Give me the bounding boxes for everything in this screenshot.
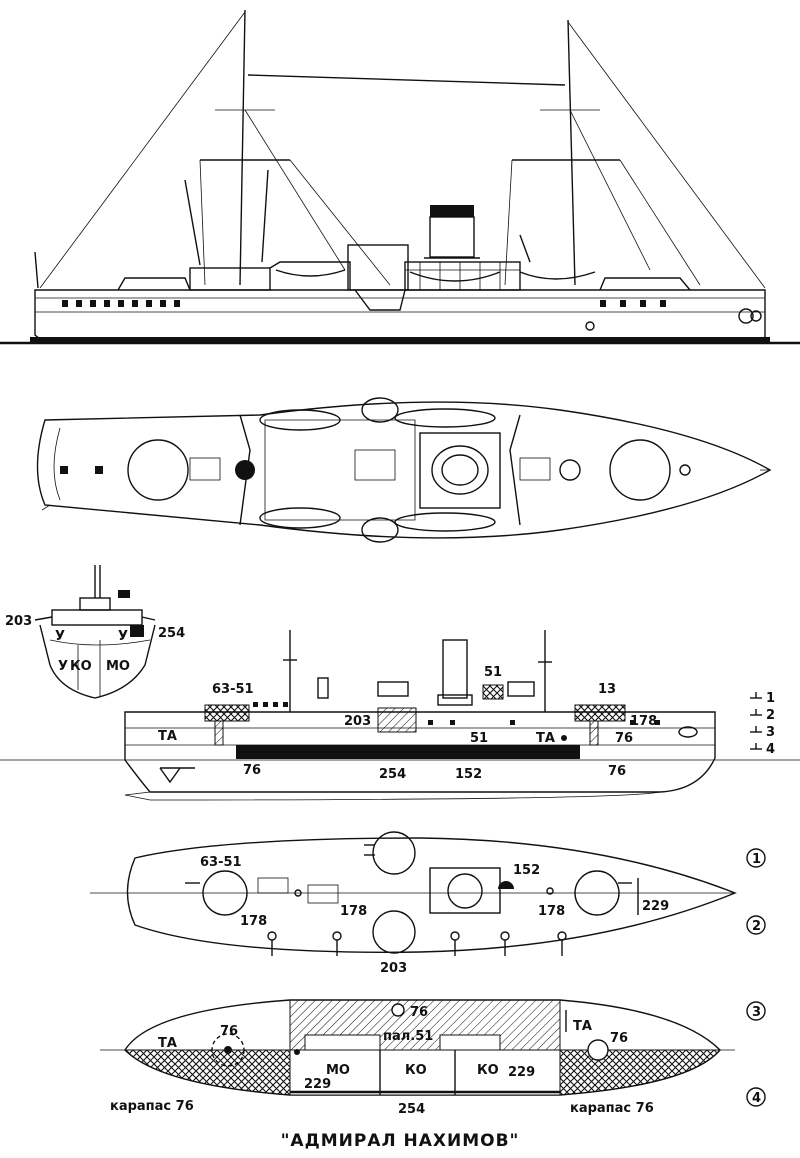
section-mo: МО bbox=[106, 659, 130, 674]
aft-barbette-armour bbox=[574, 704, 626, 722]
level-marker-1: 1 bbox=[752, 852, 761, 867]
cross-section: 203 254 У У У КО МО bbox=[5, 565, 185, 699]
plan-lower-aft-76: 76 bbox=[610, 1031, 628, 1046]
level-4: 4 bbox=[766, 742, 775, 757]
plan-lower-ta-fore: ТА bbox=[158, 1036, 177, 1051]
profile-belt-254: 254 bbox=[379, 767, 406, 782]
profile-barbette-fore: 63-51 bbox=[212, 682, 254, 697]
funnel bbox=[442, 639, 468, 699]
section-left-thickness: 203 bbox=[5, 614, 32, 629]
profile-hull bbox=[124, 711, 716, 793]
profile-mid-thickness: 203 bbox=[344, 714, 371, 729]
plan-lower-fore-76: 76 bbox=[220, 1024, 238, 1039]
hull-ports bbox=[62, 300, 762, 331]
level-3: 3 bbox=[766, 725, 775, 740]
level-marker-3: 3 bbox=[752, 1005, 761, 1020]
fore-barbette-plan bbox=[127, 439, 189, 501]
plan-upper-barbette-label: 63-51 bbox=[200, 855, 242, 870]
plan-upper: 63-51 152 178 178 178 229 203 bbox=[90, 831, 737, 976]
side-elevation bbox=[0, 9, 800, 345]
section-u3: У bbox=[58, 659, 68, 674]
section-u1: У bbox=[55, 629, 65, 644]
level-scale: 1 2 3 4 bbox=[750, 691, 775, 757]
plan-upper-203: 203 bbox=[380, 961, 407, 976]
masts-rigging bbox=[34, 9, 766, 289]
plan-lower-karapas-aft: карапас 76 bbox=[570, 1101, 654, 1116]
profile-funnel-thickness: 51 bbox=[484, 665, 502, 680]
level-1: 1 bbox=[766, 691, 775, 706]
profile-upper-belt: 51 bbox=[470, 731, 488, 746]
plan-upper-fore-barbette bbox=[202, 870, 248, 916]
plan-lower-mo: МО bbox=[326, 1063, 350, 1078]
plan-lower-ta-aft: ТА bbox=[573, 1019, 592, 1034]
plan-upper-229: 229 bbox=[642, 899, 669, 914]
profile-fore-76: 76 bbox=[243, 763, 261, 778]
profile-inner-76: 76 bbox=[615, 731, 633, 746]
plan-upper-178-c: 178 bbox=[538, 904, 565, 919]
plan-lower-mid-76: 76 bbox=[410, 1005, 428, 1020]
plan-lower-229-aft: 229 bbox=[508, 1065, 535, 1080]
aft-barbette-plan bbox=[609, 439, 671, 501]
profile-barbette-aft: 13 bbox=[598, 682, 616, 697]
level-markers: 1 2 3 4 bbox=[746, 848, 766, 1107]
profile-ta-fore: ТА bbox=[158, 729, 177, 744]
karapas-aft-area bbox=[559, 1049, 722, 1096]
karapas-fore-area bbox=[123, 1049, 291, 1096]
level-marker-2: 2 bbox=[752, 919, 761, 934]
profile-aft-thickness: 178 bbox=[630, 714, 657, 729]
plan-lower-deck-51: пал.51 bbox=[383, 1029, 433, 1044]
drawing-title: "АДМИРАЛ НАХИМОВ" bbox=[281, 1131, 520, 1151]
profile-belt-152: 152 bbox=[455, 767, 482, 782]
plan-lower-254: 254 bbox=[398, 1102, 425, 1117]
section-right-thickness: 254 bbox=[158, 626, 185, 641]
section-outline bbox=[39, 624, 156, 699]
level-marker-4: 4 bbox=[752, 1091, 761, 1106]
deck-plan bbox=[36, 397, 772, 543]
plan-lower-ko-1: КО bbox=[405, 1063, 427, 1078]
armour-profile: 63-51 13 178 203 51 51 254 152 76 76 76 … bbox=[0, 630, 800, 801]
plan-lower: ТА ТА 76 76 76 пал.51 МО КО КО 229 229 2… bbox=[100, 999, 735, 1117]
plan-upper-outline bbox=[126, 837, 737, 953]
plan-lower-ko-2: КО bbox=[477, 1063, 499, 1078]
plan-lower-karapas-fore: карапас 76 bbox=[110, 1099, 194, 1114]
profile-ta-aft: ТА bbox=[536, 731, 555, 746]
boot-topping bbox=[30, 337, 770, 343]
profile-aft-76: 76 bbox=[608, 764, 626, 779]
plan-upper-178-b: 178 bbox=[340, 904, 367, 919]
plan-upper-152: 152 bbox=[513, 863, 540, 878]
superstructure bbox=[117, 205, 691, 311]
section-ko: КО bbox=[70, 659, 92, 674]
deck-outline bbox=[36, 401, 772, 539]
main-belt bbox=[236, 745, 580, 759]
level-2: 2 bbox=[766, 708, 775, 723]
plan-lower-229-fore: 229 bbox=[304, 1077, 331, 1092]
section-u2: У bbox=[118, 629, 128, 644]
mid-armour bbox=[377, 707, 417, 733]
plan-upper-aft-barbette bbox=[574, 870, 620, 916]
plan-upper-178-a: 178 bbox=[240, 914, 267, 929]
fore-barbette-armour bbox=[204, 704, 250, 722]
